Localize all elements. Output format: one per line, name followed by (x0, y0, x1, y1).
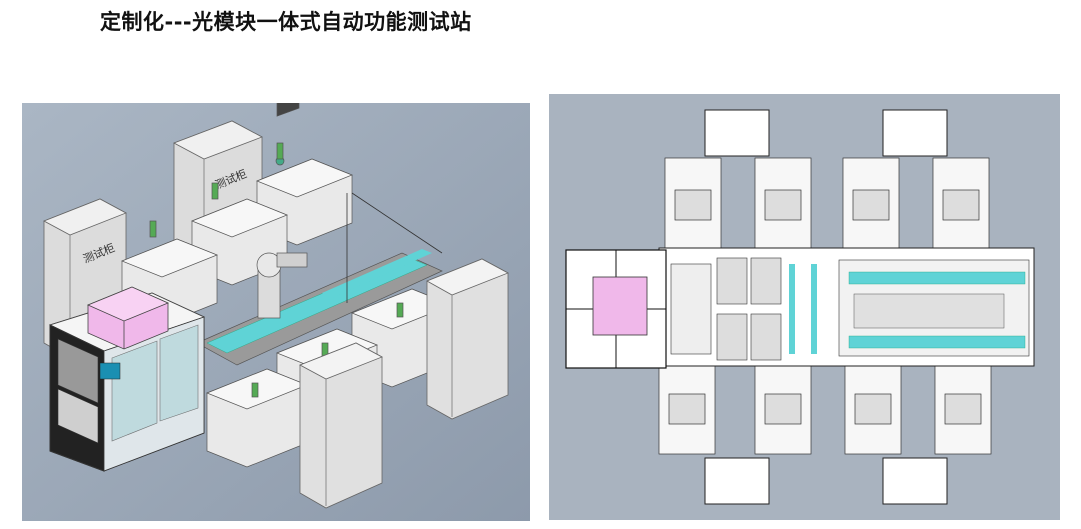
tall-cabinet-front (299, 342, 383, 509)
conveyor-line (789, 259, 1030, 357)
tall-cabinet-right (426, 258, 509, 420)
plan-drawing (549, 94, 1060, 520)
test-modules-top (664, 157, 990, 249)
top-cabinet-1 (704, 109, 770, 157)
loading-station (565, 249, 667, 369)
top-cabinet-2 (882, 109, 948, 157)
page-title: 定制化---光模块一体式自动功能测试站 (100, 10, 472, 34)
robot-arm (256, 252, 308, 319)
conveyor-line (196, 192, 443, 366)
isometric-view: 测试柜 测试柜 (22, 103, 530, 521)
loading-station (48, 292, 206, 472)
tray-area (670, 257, 782, 361)
plan-view (549, 94, 1060, 520)
pink-top-box (592, 276, 648, 336)
isometric-drawing: 测试柜 测试柜 (22, 103, 530, 521)
bottom-cabinet-2 (882, 457, 948, 505)
test-modules-bottom (658, 365, 992, 455)
pink-top-box (86, 286, 170, 350)
bottom-cabinet-1 (704, 457, 770, 505)
